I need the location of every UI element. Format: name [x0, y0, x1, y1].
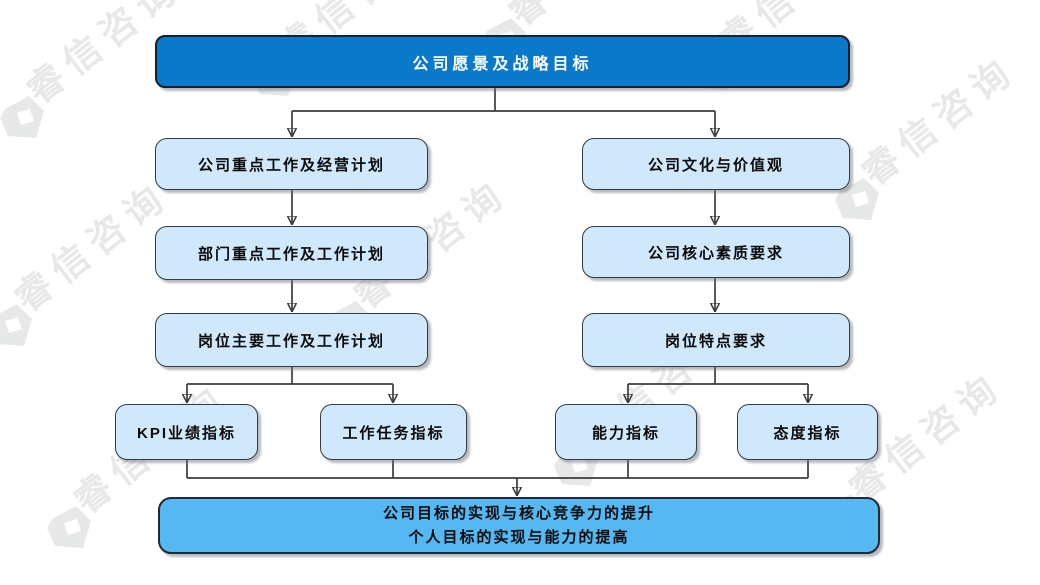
- node-position-trait-requirements: 岗位特点要求: [582, 313, 850, 367]
- node-result-line1: 公司目标的实现与核心竞争力的提升: [382, 505, 655, 523]
- node-department-key-work-plan-label: 部门重点工作及工作计划: [197, 245, 385, 263]
- node-position-main-work-plan-label: 岗位主要工作及工作计划: [197, 332, 385, 350]
- node-work-task-indicator-label: 工作任务指标: [342, 424, 445, 442]
- node-position-main-work-plan: 岗位主要工作及工作计划: [155, 313, 428, 367]
- node-vision-strategy-label: 公司愿景及战略目标: [412, 55, 593, 73]
- node-ability-indicator: 能力指标: [555, 404, 697, 460]
- node-department-key-work-plan: 部门重点工作及工作计划: [155, 226, 428, 280]
- node-core-quality-requirements-label: 公司核心素质要求: [647, 244, 784, 262]
- node-vision-strategy: 公司愿景及战略目标: [155, 35, 850, 88]
- node-position-trait-requirements-label: 岗位特点要求: [664, 332, 767, 350]
- node-ability-indicator-label: 能力指标: [591, 424, 660, 442]
- node-culture-values: 公司文化与价值观: [582, 138, 850, 190]
- node-culture-values-label: 公司文化与价值观: [647, 156, 784, 174]
- node-kpi-performance-indicator-label: KPI业绩指标: [136, 424, 236, 442]
- node-company-key-work-plan: 公司重点工作及经营计划: [155, 138, 428, 190]
- node-company-key-work-plan-label: 公司重点工作及经营计划: [197, 156, 385, 174]
- node-core-quality-requirements: 公司核心素质要求: [582, 226, 850, 278]
- node-attitude-indicator-label: 态度指标: [773, 424, 842, 442]
- node-result-goal-achievement: 公司目标的实现与核心竞争力的提升 个人目标的实现与能力的提高: [158, 497, 880, 554]
- node-result-line2: 个人目标的实现与能力的提高: [408, 528, 630, 546]
- node-kpi-performance-indicator: KPI业绩指标: [115, 404, 258, 460]
- node-work-task-indicator: 工作任务指标: [320, 404, 467, 460]
- node-attitude-indicator: 态度指标: [737, 404, 878, 460]
